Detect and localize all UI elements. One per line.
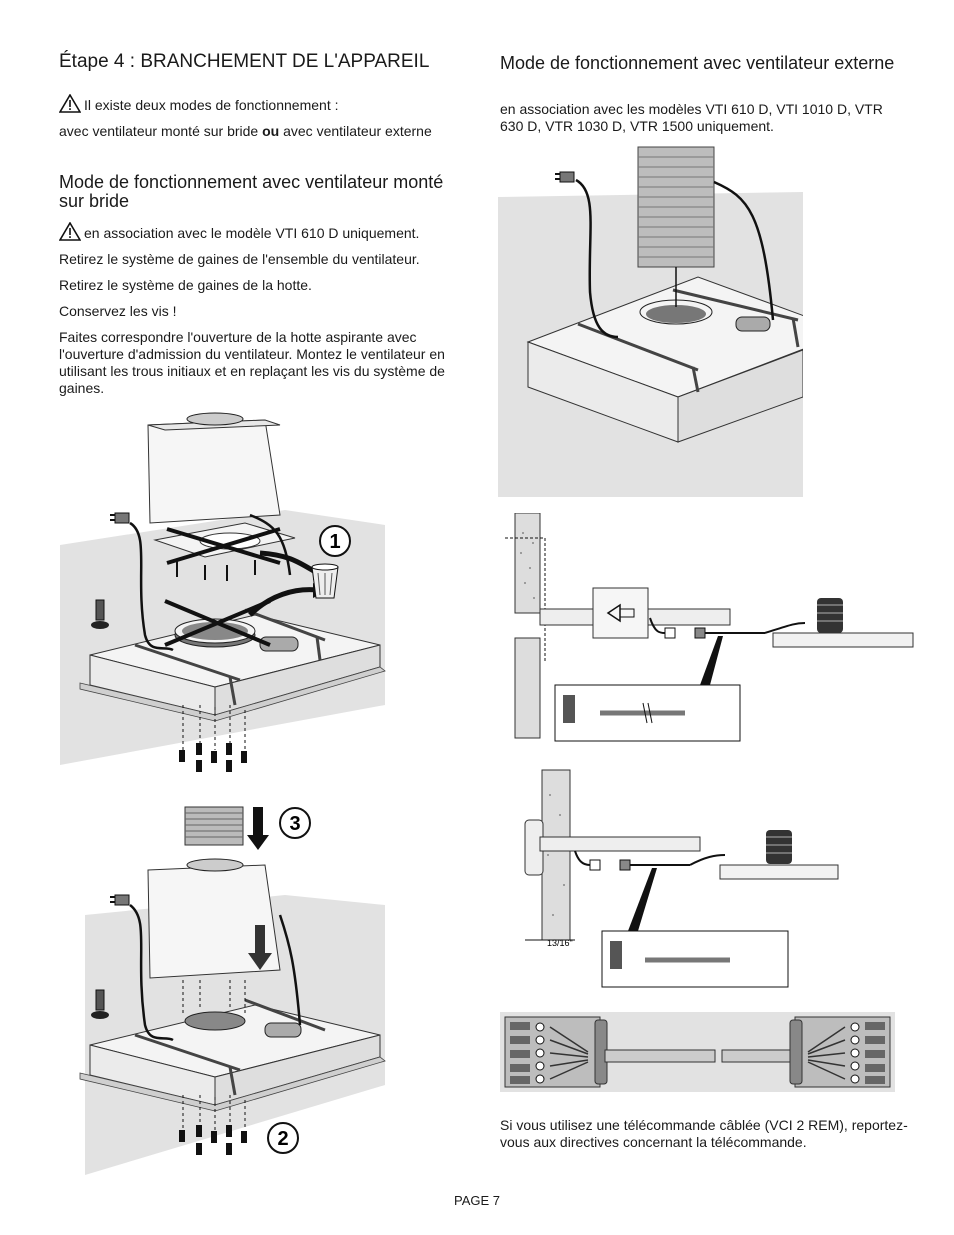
illustration-wiring-through-wall: 13/16" [524, 769, 839, 988]
section-warning: en association avec le modèle VTI 610 D … [59, 222, 479, 242]
screw-icon [91, 599, 109, 629]
warning-intro: Il existe deux modes de fonctionnement : [59, 94, 459, 114]
illustration-wiring-wall [505, 513, 914, 742]
callout-2: 2 [277, 1128, 288, 1150]
power-plug-icon [110, 894, 130, 906]
step-title: Étape 4 : BRANCHEMENT DE L'APPAREIL [59, 51, 430, 72]
section-title-external: Mode de fonctionnement avec ventilateur … [500, 53, 895, 73]
warning-triangle-icon [59, 94, 81, 113]
page-number: PAGE 7 [453, 1193, 500, 1208]
instruction-2: Retirez le système de gaines de la hotte… [59, 277, 312, 293]
illustration-mount-fan: 3 2 [79, 806, 386, 1175]
modes-line: avec ventilateur monté sur bride ou avec… [59, 123, 432, 139]
trash-bin-icon [311, 563, 339, 599]
illustration-terminal-blocks [500, 1012, 895, 1092]
power-plug-icon [110, 512, 130, 524]
warning-triangle-icon [59, 222, 81, 241]
instruction-1: Retirez le système de gaines de l'ensemb… [59, 251, 420, 267]
remote-note: Si vous utilisez une télécommande câblée… [500, 1117, 908, 1150]
callout-1: 1 [329, 531, 340, 553]
section-title-flange: Mode de fonctionnement avec ventilateur … [59, 172, 444, 211]
illustration-external-fan-hood [498, 146, 803, 497]
models-text: en association avec les modèles VTI 610 … [500, 101, 883, 134]
instruction-3: Conservez les vis ! [59, 303, 177, 319]
illustration-remove-ducting: 1 [60, 412, 386, 772]
screw-icon [91, 989, 109, 1019]
callout-3: 3 [289, 813, 300, 835]
dimension-label: 13/16" [547, 938, 573, 948]
power-plug-icon [555, 171, 575, 183]
instruction-4: Faites correspondre l'ouverture de la ho… [59, 329, 445, 396]
